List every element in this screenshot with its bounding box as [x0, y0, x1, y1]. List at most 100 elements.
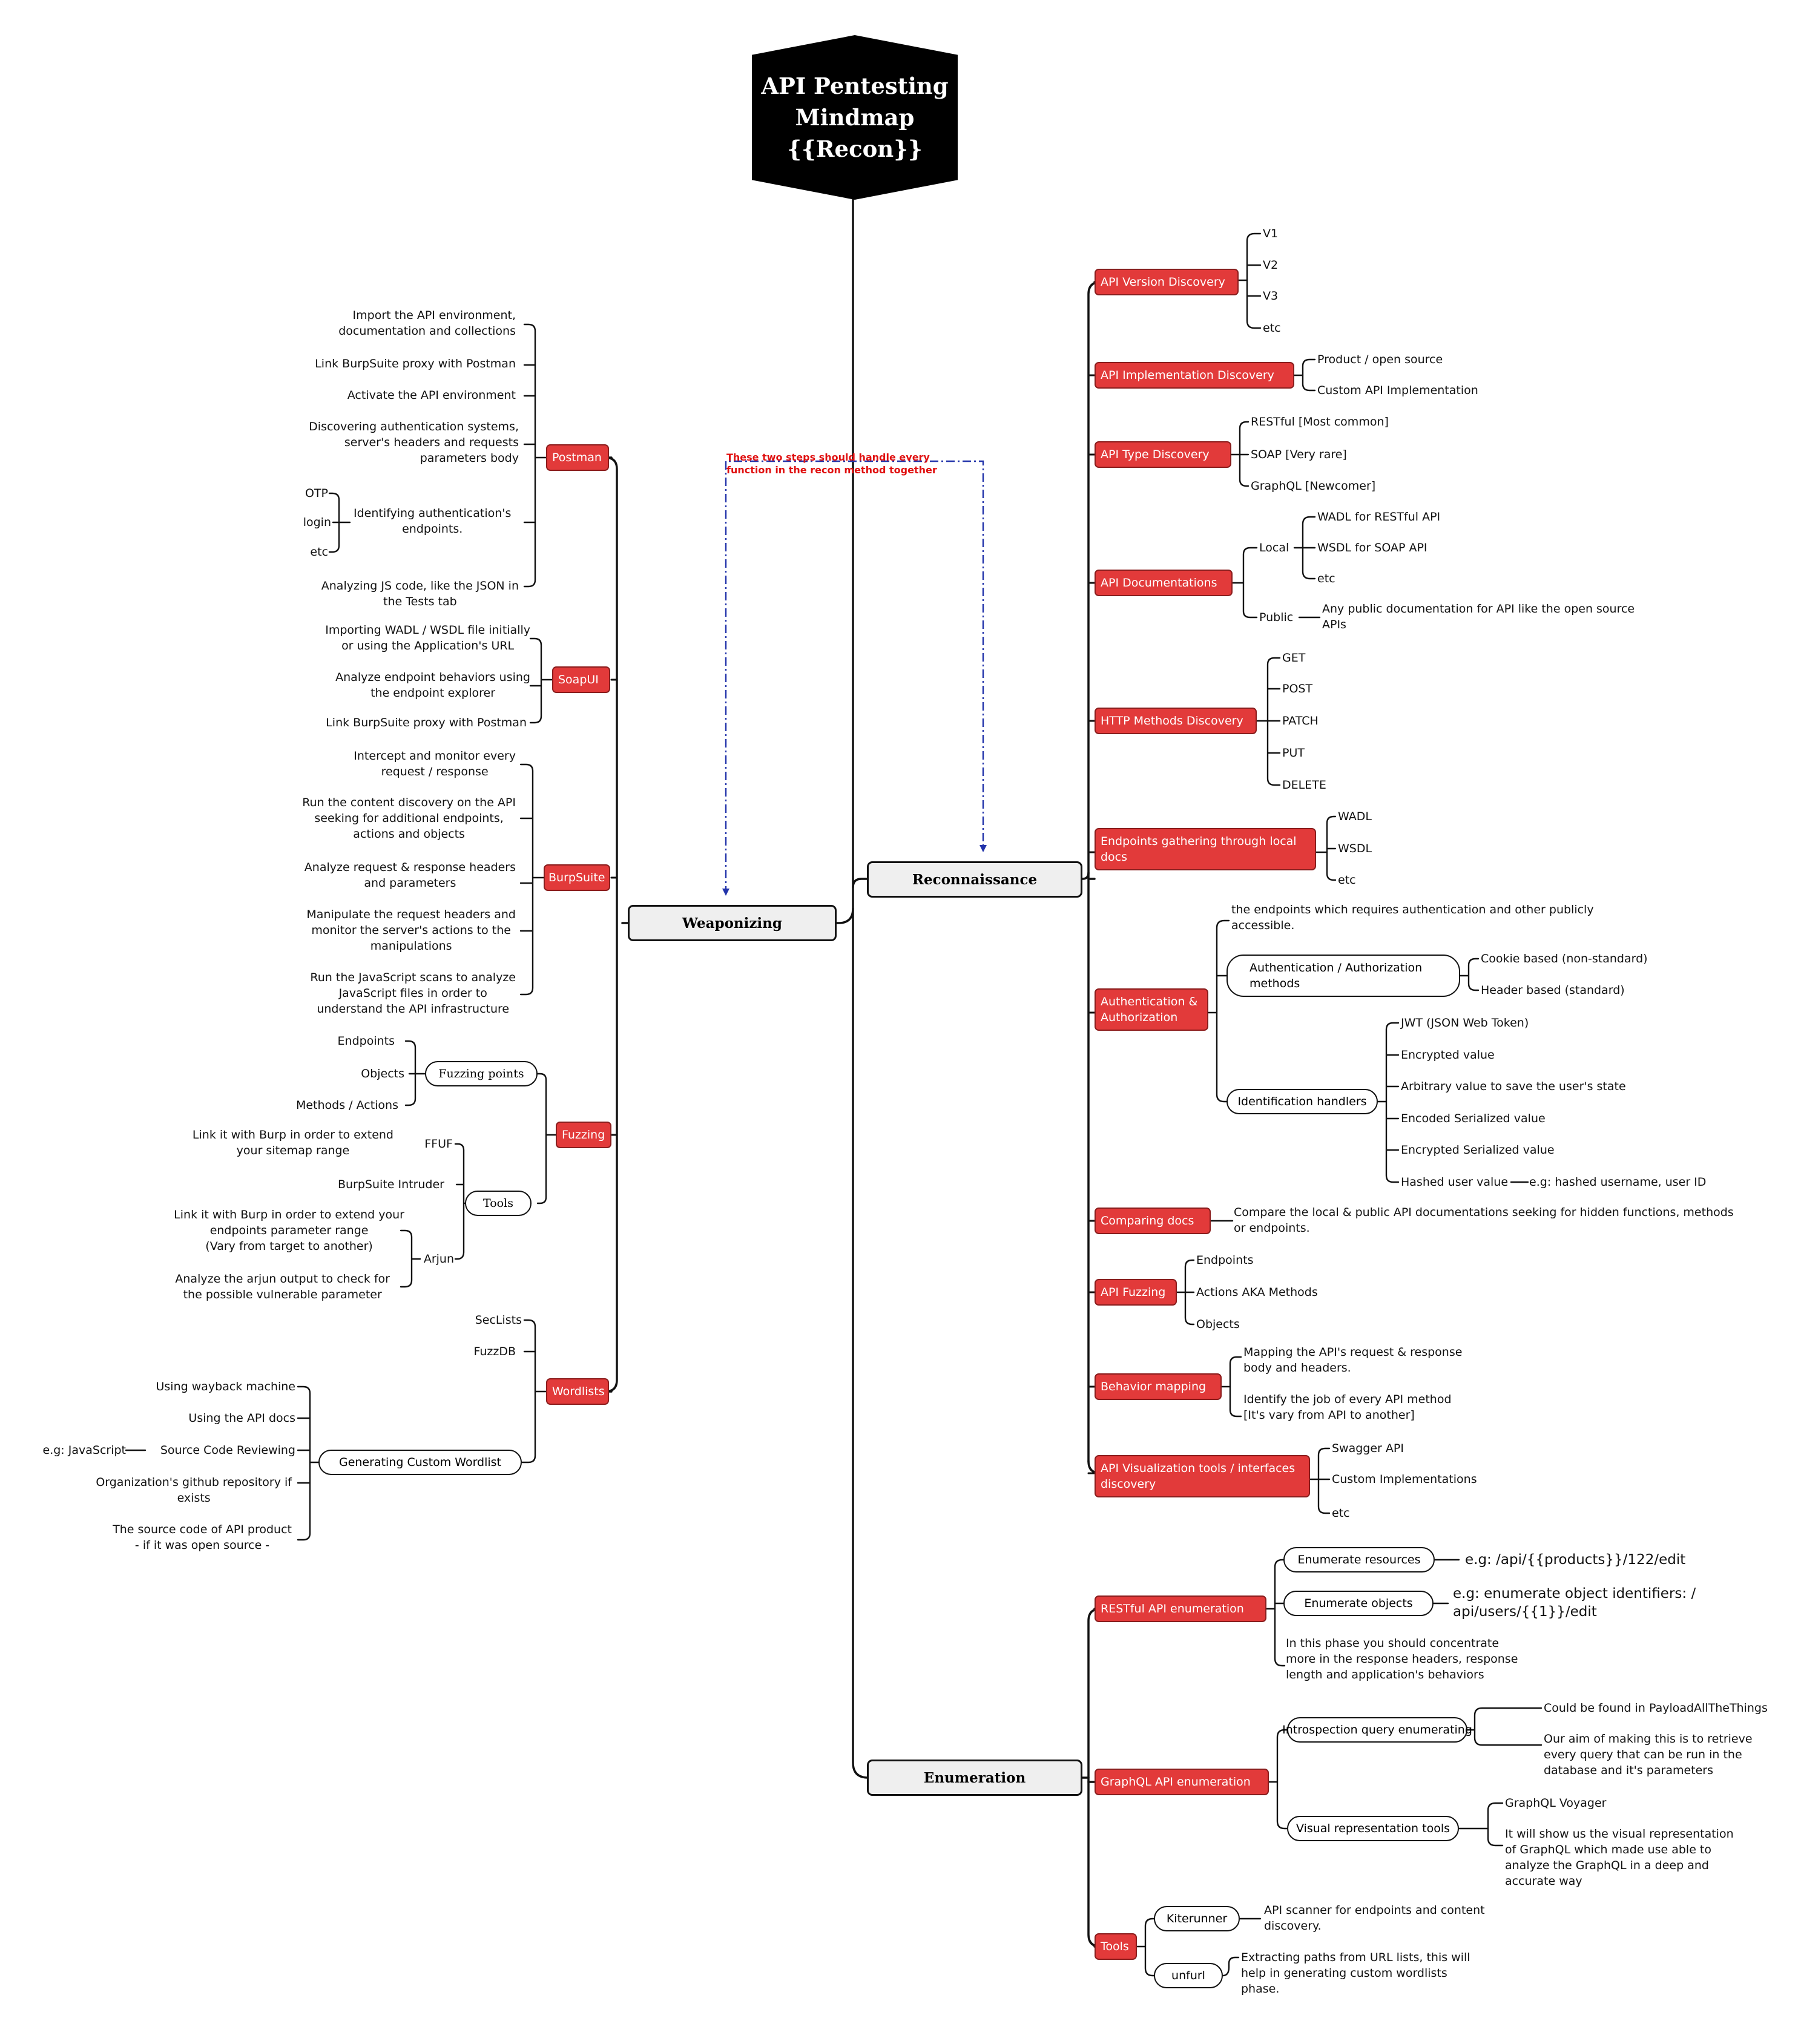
introspection-item: Could be found in PayloadAllTheThings: [1544, 1701, 1768, 1715]
fuzzing-point-item: Objects: [361, 1067, 404, 1080]
fuzzing-node[interactable]: Fuzzing: [556, 1122, 611, 1148]
api-fuzzing-item: Actions AKA Methods: [1196, 1286, 1318, 1299]
handler-item: Arbitrary value to save the user's state: [1401, 1080, 1626, 1093]
generating-custom-wordlist-node[interactable]: Generating Custom Wordlist: [318, 1450, 522, 1475]
handler-item: Encoded Serialized value: [1401, 1112, 1546, 1125]
version-item: etc: [1263, 321, 1281, 335]
soapui-node[interactable]: SoapUI: [552, 666, 610, 693]
identification-handlers-node[interactable]: Identification handlers: [1226, 1089, 1378, 1114]
burpsuite-node[interactable]: BurpSuite: [544, 864, 610, 891]
postman-item: Link BurpSuite proxy with Postman: [315, 357, 516, 370]
auth-endpoint-item: etc: [310, 545, 328, 559]
comparing-description: Compare the local & public API documenta…: [1234, 1206, 1734, 1235]
api-fuzzing-item: Endpoints: [1196, 1254, 1254, 1267]
http-method-item: PUT: [1282, 746, 1305, 760]
unfurl-node[interactable]: unfurl: [1154, 1963, 1223, 1988]
docs-local-item: WADL for RESTful API: [1317, 510, 1441, 524]
restful-enumeration-node[interactable]: RESTful API enumeration: [1095, 1595, 1266, 1622]
wordlist-item: SecLists: [475, 1313, 522, 1327]
behavior-mapping-node[interactable]: Behavior mapping: [1095, 1373, 1222, 1400]
endpoints-docs-item: etc: [1338, 873, 1356, 887]
implementation-item: Custom API Implementation: [1317, 384, 1478, 397]
api-type-discovery-node[interactable]: API Type Discovery: [1095, 441, 1231, 468]
docs-local-item: etc: [1317, 572, 1335, 585]
source-code-example: e.g: JavaScript: [42, 1444, 126, 1457]
type-item: SOAP [Very rare]: [1251, 448, 1347, 461]
docs-local-item: WSDL for SOAP API: [1317, 541, 1427, 554]
auth-method-item: Cookie based (non-standard): [1481, 952, 1648, 965]
mindmap-title: API Pentesting Mindmap {{Recon}}: [752, 35, 958, 200]
resources-example: e.g: /api/{{products}}/122/edit: [1465, 1552, 1686, 1568]
implementation-item: Product / open source: [1317, 353, 1443, 366]
wordlist-item: FuzzDB: [473, 1345, 516, 1358]
api-fuzzing-item: Objects: [1196, 1318, 1240, 1331]
custom-wordlist-item: Using the API docs: [188, 1411, 295, 1425]
docs-public-item: Any public documentation for API like th…: [1322, 602, 1635, 631]
docs-local-label: Local: [1259, 541, 1289, 554]
kiterunner-node[interactable]: Kiterunner: [1154, 1906, 1240, 1931]
visual-representation-tools-node[interactable]: Visual representation tools: [1287, 1816, 1459, 1841]
api-documentations-node[interactable]: API Documentations: [1095, 570, 1233, 596]
fuzzing-tools-node[interactable]: Tools: [465, 1191, 532, 1216]
http-methods-discovery-node[interactable]: HTTP Methods Discovery: [1095, 708, 1257, 734]
arjun-description: Link it with Burp in order to extend you…: [174, 1208, 404, 1253]
enumeration-tools-node[interactable]: Tools: [1095, 1933, 1137, 1960]
handler-item: JWT (JSON Web Token): [1401, 1016, 1529, 1030]
api-fuzzing-node[interactable]: API Fuzzing: [1095, 1279, 1177, 1306]
auth-endpoint-item: login: [303, 516, 331, 529]
handler-item: Encrypted Serialized value: [1401, 1143, 1555, 1157]
custom-wordlist-item: Using wayback machine: [156, 1380, 296, 1393]
unfurl-description: Extracting paths from URL lists, this wi…: [1241, 1951, 1470, 1996]
enumerate-resources-node[interactable]: Enumerate resources: [1283, 1547, 1435, 1572]
wordlists-node[interactable]: Wordlists: [546, 1378, 609, 1405]
postman-item: Import the API environment,documentation…: [338, 309, 516, 338]
http-method-item: GET: [1282, 651, 1306, 665]
auth-method-item: Header based (standard): [1481, 984, 1625, 997]
type-item: GraphQL [Newcomer]: [1251, 479, 1376, 493]
http-method-item: PATCH: [1282, 714, 1319, 728]
authentication-authorization-node[interactable]: Authentication &Authorization: [1095, 988, 1208, 1031]
reconnaissance-node[interactable]: Reconnaissance: [867, 861, 1082, 898]
type-item: RESTful [Most common]: [1251, 415, 1389, 429]
postman-node[interactable]: Postman: [546, 444, 609, 471]
introspection-query-node[interactable]: Introspection query enumerating: [1282, 1717, 1472, 1743]
ffuf-item: FFUF: [424, 1137, 453, 1151]
api-version-discovery-node[interactable]: API Version Discovery: [1095, 269, 1239, 295]
graphql-voyager-description: It will show us the visual representatio…: [1505, 1827, 1734, 1888]
api-implementation-discovery-node[interactable]: API Implementation Discovery: [1095, 362, 1294, 389]
graphql-enumeration-node[interactable]: GraphQL API enumeration: [1095, 1769, 1269, 1795]
fuzzing-point-item: Endpoints: [337, 1034, 395, 1048]
endpoints-docs-item: WSDL: [1338, 842, 1372, 855]
enumeration-node[interactable]: Enumeration: [867, 1760, 1082, 1796]
enumerate-objects-node[interactable]: Enumerate objects: [1283, 1591, 1434, 1616]
postman-item: Activate the API environment: [347, 389, 516, 402]
visualization-item: Custom Implementations: [1332, 1473, 1477, 1486]
weaponizing-node[interactable]: Weaponizing: [628, 905, 837, 941]
fuzzing-points-node[interactable]: Fuzzing points: [425, 1061, 538, 1086]
auth-endpoint-item: OTP: [305, 487, 328, 500]
auth-description: the endpoints which requires authenticat…: [1231, 903, 1594, 932]
handler-item: Encrypted value: [1401, 1048, 1495, 1062]
comparing-docs-node[interactable]: Comparing docs: [1095, 1208, 1211, 1234]
http-method-item: DELETE: [1282, 778, 1326, 792]
